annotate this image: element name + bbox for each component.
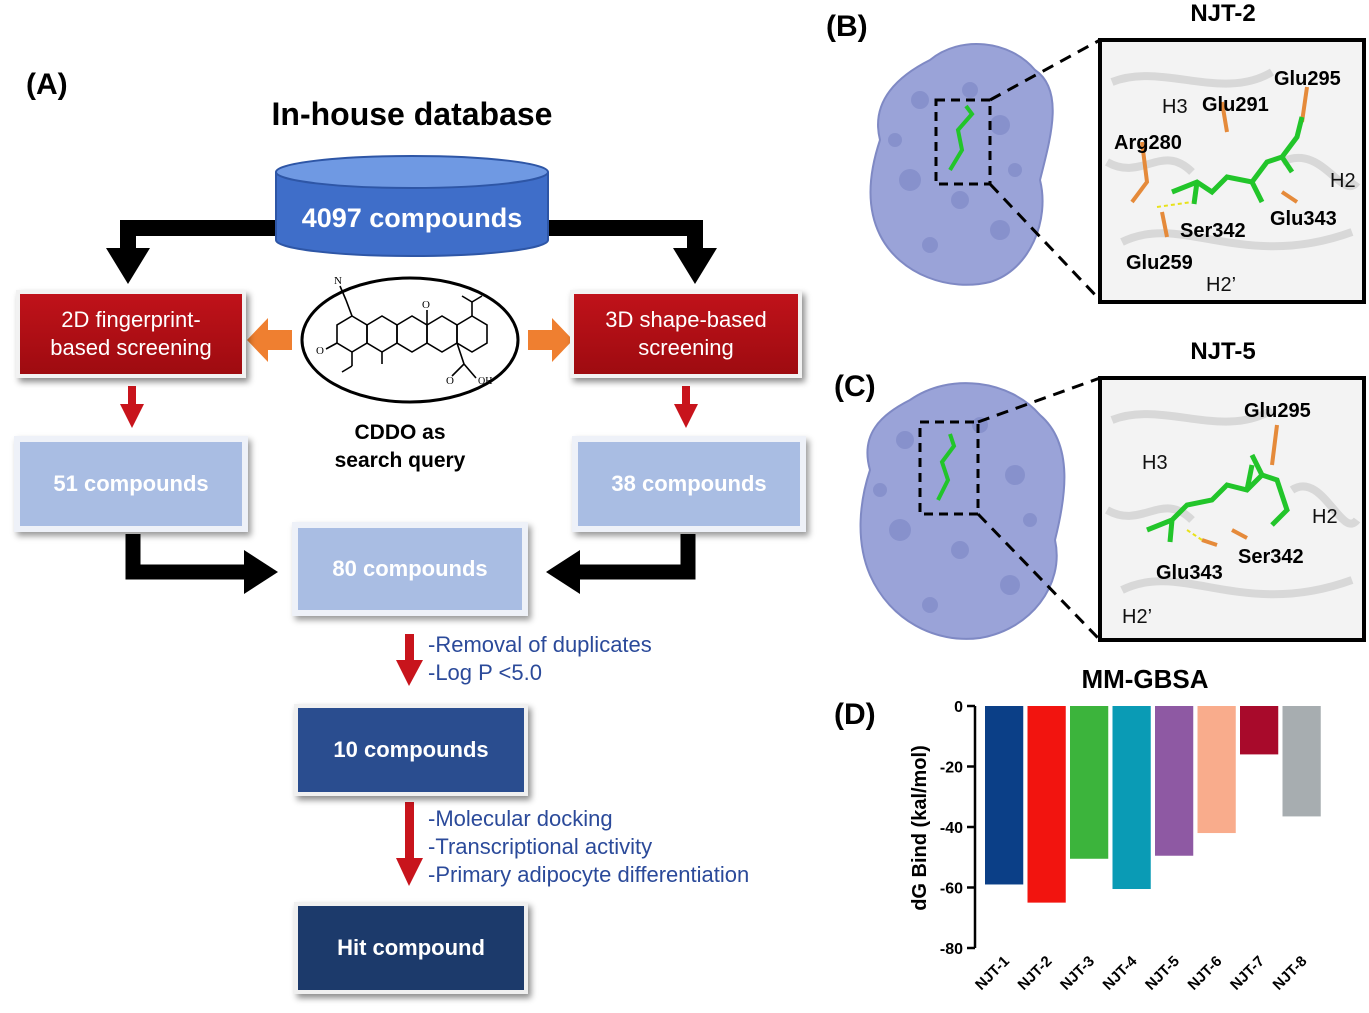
filter1-line1: -Removal of duplicates xyxy=(428,632,652,657)
merge-left-connector xyxy=(125,534,250,580)
cddo-o-atom-2: O xyxy=(422,299,430,311)
hit-compound-box: Hit compound xyxy=(294,902,528,994)
panel-b-title: NJT-2 xyxy=(1190,0,1256,27)
x-tick-label: NJT-5 xyxy=(1142,953,1183,994)
red-down-arrows xyxy=(120,386,698,886)
ten-compounds-box: 10 compounds xyxy=(294,704,528,796)
filter2-line2: -Transcriptional activity xyxy=(428,834,653,859)
panel-b-helix-h2-prime: H2’ xyxy=(1206,274,1237,296)
db-right-arrowhead xyxy=(673,248,717,284)
database-cylinder xyxy=(275,155,549,257)
panel-b-zoom-view: Glu295 Glu291 H3 Arg280 H2 Glu343 Ser342… xyxy=(1098,38,1366,304)
right-result-box: 38 compounds xyxy=(572,436,806,532)
x-tick-label: NJT-3 xyxy=(1057,953,1098,994)
panel-b-residue-glu291: Glu291 xyxy=(1202,94,1269,116)
panel-a-flow-graphics: N O O O OH xyxy=(106,155,717,886)
panel-b-residue-glu259: Glu259 xyxy=(1126,252,1193,274)
panel-a-title: In-house database xyxy=(271,96,553,132)
db-left-connector xyxy=(120,220,280,255)
cddo-structure xyxy=(325,285,488,379)
merge-right-arrowhead xyxy=(546,550,580,594)
filter2-line1: -Molecular docking xyxy=(428,806,613,831)
x-tick-label: NJT-6 xyxy=(1185,953,1226,994)
panel-c-residue-glu343: Glu343 xyxy=(1156,562,1223,584)
bar-njt-4 xyxy=(1112,706,1151,890)
db-right-connector xyxy=(545,220,703,255)
cddo-oh-group: OH xyxy=(478,376,492,387)
bar-njt-6 xyxy=(1197,706,1236,834)
panel-c-helix-h2-prime: H2’ xyxy=(1122,606,1153,628)
merge-right-connector xyxy=(575,534,696,580)
x-tick-label: NJT-7 xyxy=(1227,953,1268,994)
mm-gbsa-chart: MM-GBSA dG Bind (kal/mol) 0 -20 -40 -60 -80N… xyxy=(909,664,1321,994)
query-label-line2: search query xyxy=(334,449,466,472)
bar-njt-1 xyxy=(985,706,1024,885)
db-left-arrowhead xyxy=(106,248,150,284)
panel-b-residue-glu295: Glu295 xyxy=(1274,68,1341,90)
panel-b-helix-h3: H3 xyxy=(1162,96,1188,118)
panel-b-residue-arg280: Arg280 xyxy=(1114,132,1182,154)
query-label-line1: CDDO as xyxy=(354,421,446,444)
merge-left-arrowhead xyxy=(244,550,278,594)
panel-a-letter: (A) xyxy=(26,68,68,101)
panel-c-residue-ser342: Ser342 xyxy=(1238,546,1304,568)
x-tick-label: NJT-8 xyxy=(1270,953,1311,994)
cddo-o-atom-1: O xyxy=(316,345,324,357)
panel-b-residue-ser342: Ser342 xyxy=(1180,220,1246,242)
bar-njt-3 xyxy=(1070,706,1109,859)
merged-result-box: 80 compounds xyxy=(292,522,528,616)
x-tick-label: NJT-1 xyxy=(972,953,1013,994)
panel-c-zoom-view: Glu295 H3 H2 Ser342 Glu343 H2’ xyxy=(1098,376,1366,642)
database-count-label: 4097 compounds xyxy=(301,202,523,233)
bar-njt-2 xyxy=(1027,706,1066,903)
panel-c-residue-glu295: Glu295 xyxy=(1244,400,1311,422)
bar-njt-7 xyxy=(1240,706,1279,755)
panel-b-residue-glu343: Glu343 xyxy=(1270,208,1337,230)
query-ellipse xyxy=(300,276,520,404)
filter2-line3: -Primary adipocyte differentiation xyxy=(428,862,750,887)
left-orange-arrow xyxy=(247,318,292,362)
cddo-o-atom-3: O xyxy=(446,375,454,387)
panel-c-ligand-render xyxy=(1105,406,1361,599)
panel-c-helix-h2: H2 xyxy=(1312,506,1338,528)
filter1-line2: -Log P <5.0 xyxy=(428,660,542,685)
panel-c-title: NJT-5 xyxy=(1190,338,1256,365)
x-tick-label: NJT-4 xyxy=(1100,952,1141,993)
panel-b-ligand-render xyxy=(1105,68,1361,251)
panel-c-protein-surface xyxy=(859,376,1102,642)
cddo-n-atom: N xyxy=(334,275,342,287)
panel-c-letter: (C) xyxy=(834,370,876,403)
fingerprint-screening-box: 2D fingerprint-based screening xyxy=(16,290,246,378)
y-tick-label: -80 xyxy=(940,941,963,958)
shape-screening-box: 3D shape-based screening xyxy=(570,290,802,378)
x-tick-label: NJT-2 xyxy=(1015,953,1056,994)
bar-njt-8 xyxy=(1282,706,1321,817)
left-result-box: 51 compounds xyxy=(14,436,248,532)
y-tick-label: -60 xyxy=(940,881,963,898)
panel-d-letter: (D) xyxy=(834,698,876,731)
panel-c-helix-h3: H3 xyxy=(1142,452,1168,474)
bar-njt-5 xyxy=(1155,706,1194,856)
right-orange-arrow xyxy=(528,318,573,362)
panel-b-protein-surface xyxy=(869,38,1102,302)
panel-b-helix-h2: H2 xyxy=(1330,170,1356,192)
y-tick-label: -20 xyxy=(940,760,963,777)
y-tick-label: -40 xyxy=(940,820,963,837)
y-tick-label: 0 xyxy=(954,699,963,716)
panel-b-letter: (B) xyxy=(826,10,868,43)
chart-title: MM-GBSA xyxy=(1081,664,1208,694)
chart-y-axis-label: dG Bind (kal/mol) xyxy=(909,745,931,911)
